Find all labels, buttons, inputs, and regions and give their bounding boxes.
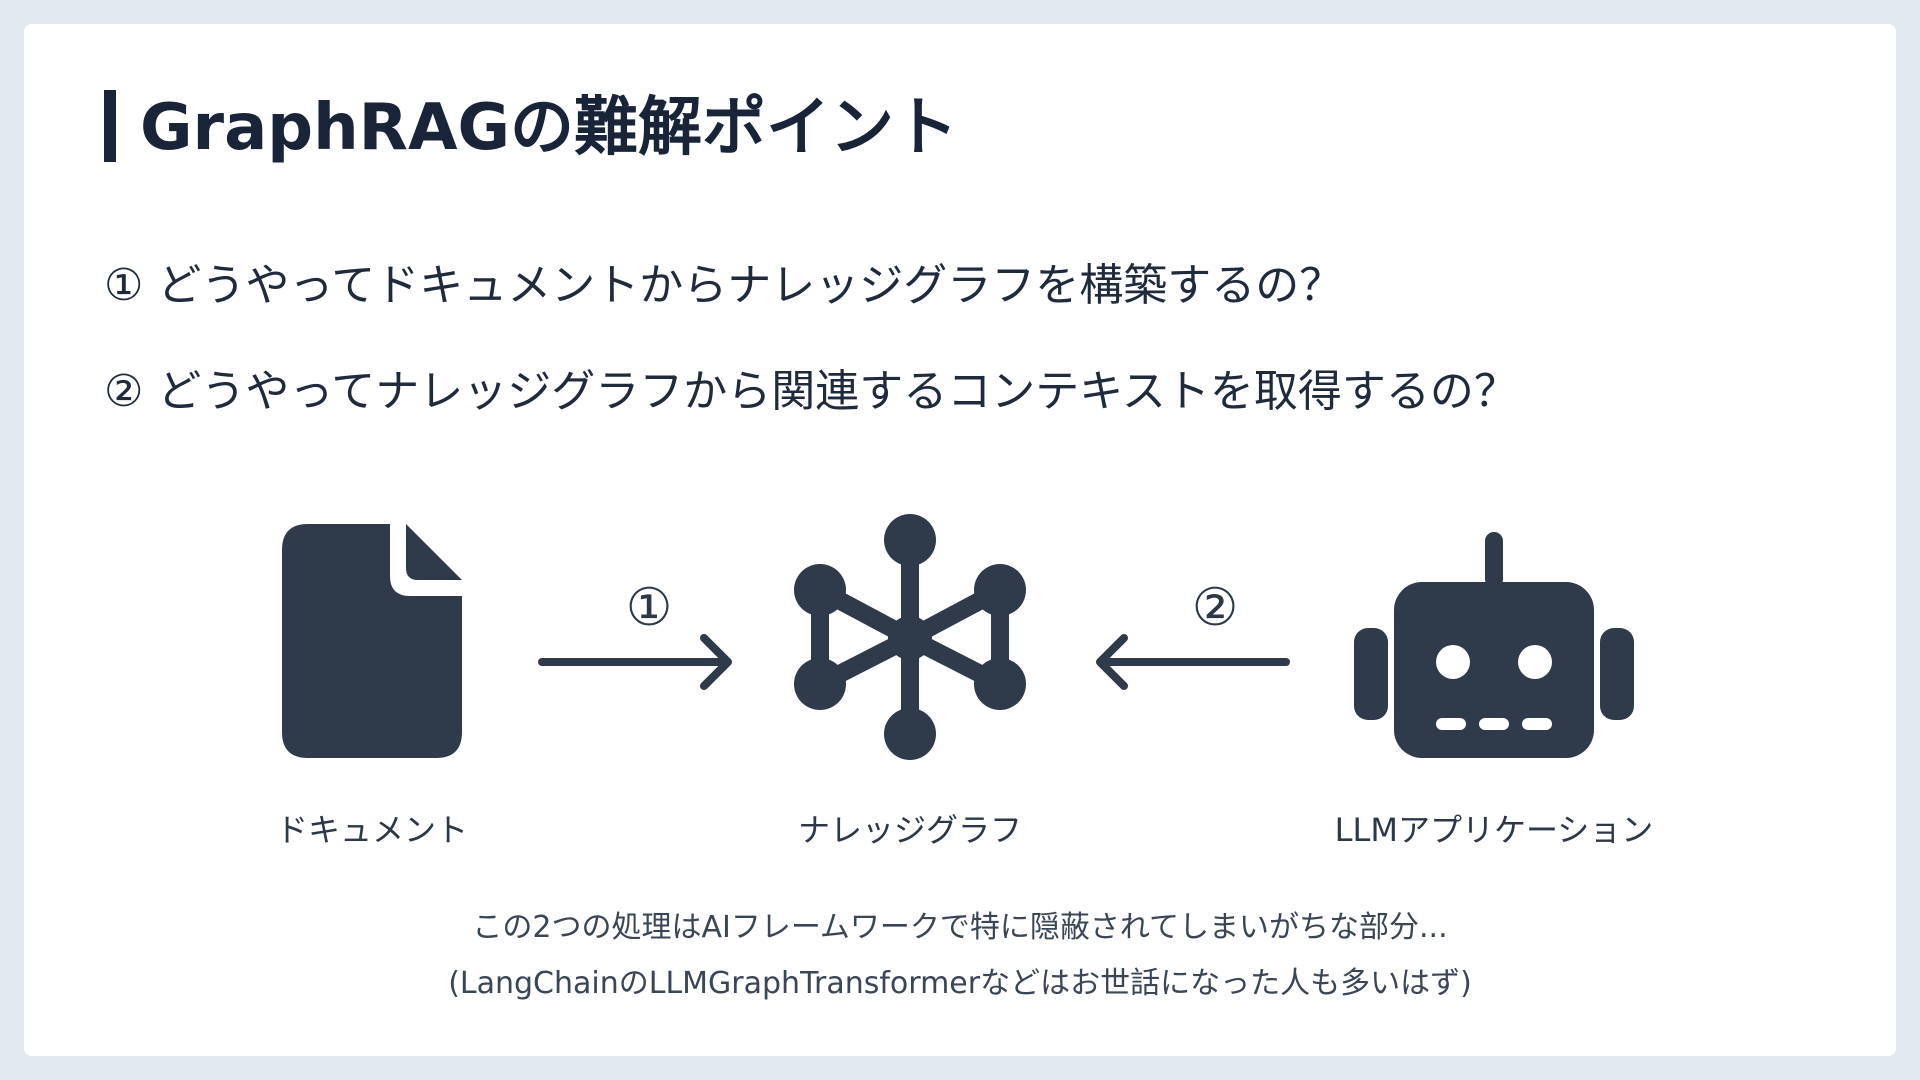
note-line-2: (LangChainのLLMGraphTransformerなどはお世話になった…	[448, 966, 1472, 1001]
question-2: ② どうやってナレッジグラフから関連するコンテキストを取得するの？	[104, 366, 1518, 417]
document-icon	[282, 524, 462, 758]
slide-title: GraphRAGの難解ポイント	[140, 91, 958, 165]
slide: GraphRAGの難解ポイント ① どうやってドキュメントからナレッジグラフを構…	[24, 24, 1896, 1056]
llm-application-label: LLMアプリケーション	[1334, 811, 1654, 849]
step-2-label: ②	[1191, 578, 1239, 638]
knowledge-graph-label: ナレッジグラフ	[797, 811, 1022, 849]
knowledge-graph-icon	[794, 514, 1026, 760]
title-accent-bar	[104, 90, 116, 162]
robot-icon	[1354, 532, 1634, 758]
arrow-right-icon	[538, 634, 732, 690]
note-line-1: この2つの処理はAIフレームワークで特に隠蔽されてしまいがちな部分...	[472, 910, 1448, 945]
arrow-left-icon	[1096, 634, 1290, 690]
question-1: ① どうやってドキュメントからナレッジグラフを構築するの？	[104, 260, 1344, 311]
document-label: ドキュメント	[275, 811, 468, 849]
step-1-label: ①	[625, 578, 673, 638]
